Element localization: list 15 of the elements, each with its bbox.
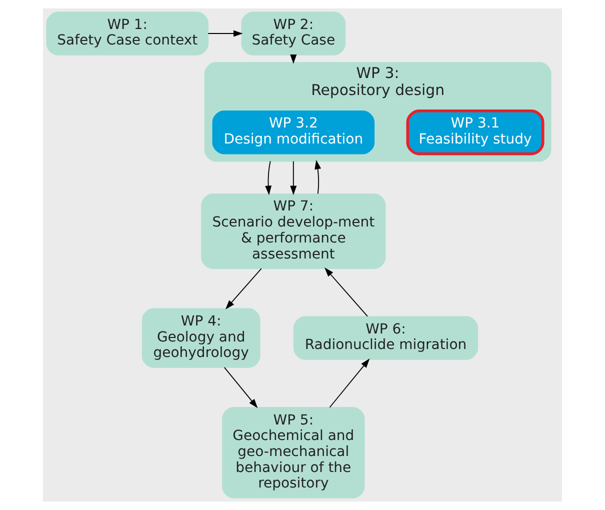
arrow [324,267,368,317]
arrow [224,366,258,408]
node-box: WP 3.2 Design modification [212,110,375,154]
node-box: WP 3.1 Feasibility study [406,110,544,156]
arrow [290,160,297,196]
node-box: WP 6: Radionuclide migration [293,316,478,360]
node-box: WP 1: Safety Case context [46,12,209,56]
arrow [225,268,262,310]
arrow [314,160,322,194]
node-box: WP 5: Geochemical and geo-mechanical behaviour of the repository [222,407,365,498]
arrow [329,358,370,408]
arrow [265,160,272,196]
node-box: WP 7: Scenario develop-ment & performance assessment [201,193,386,269]
arrow [208,30,243,37]
node-box: WP 4: Geology and geohydrology [142,308,260,368]
